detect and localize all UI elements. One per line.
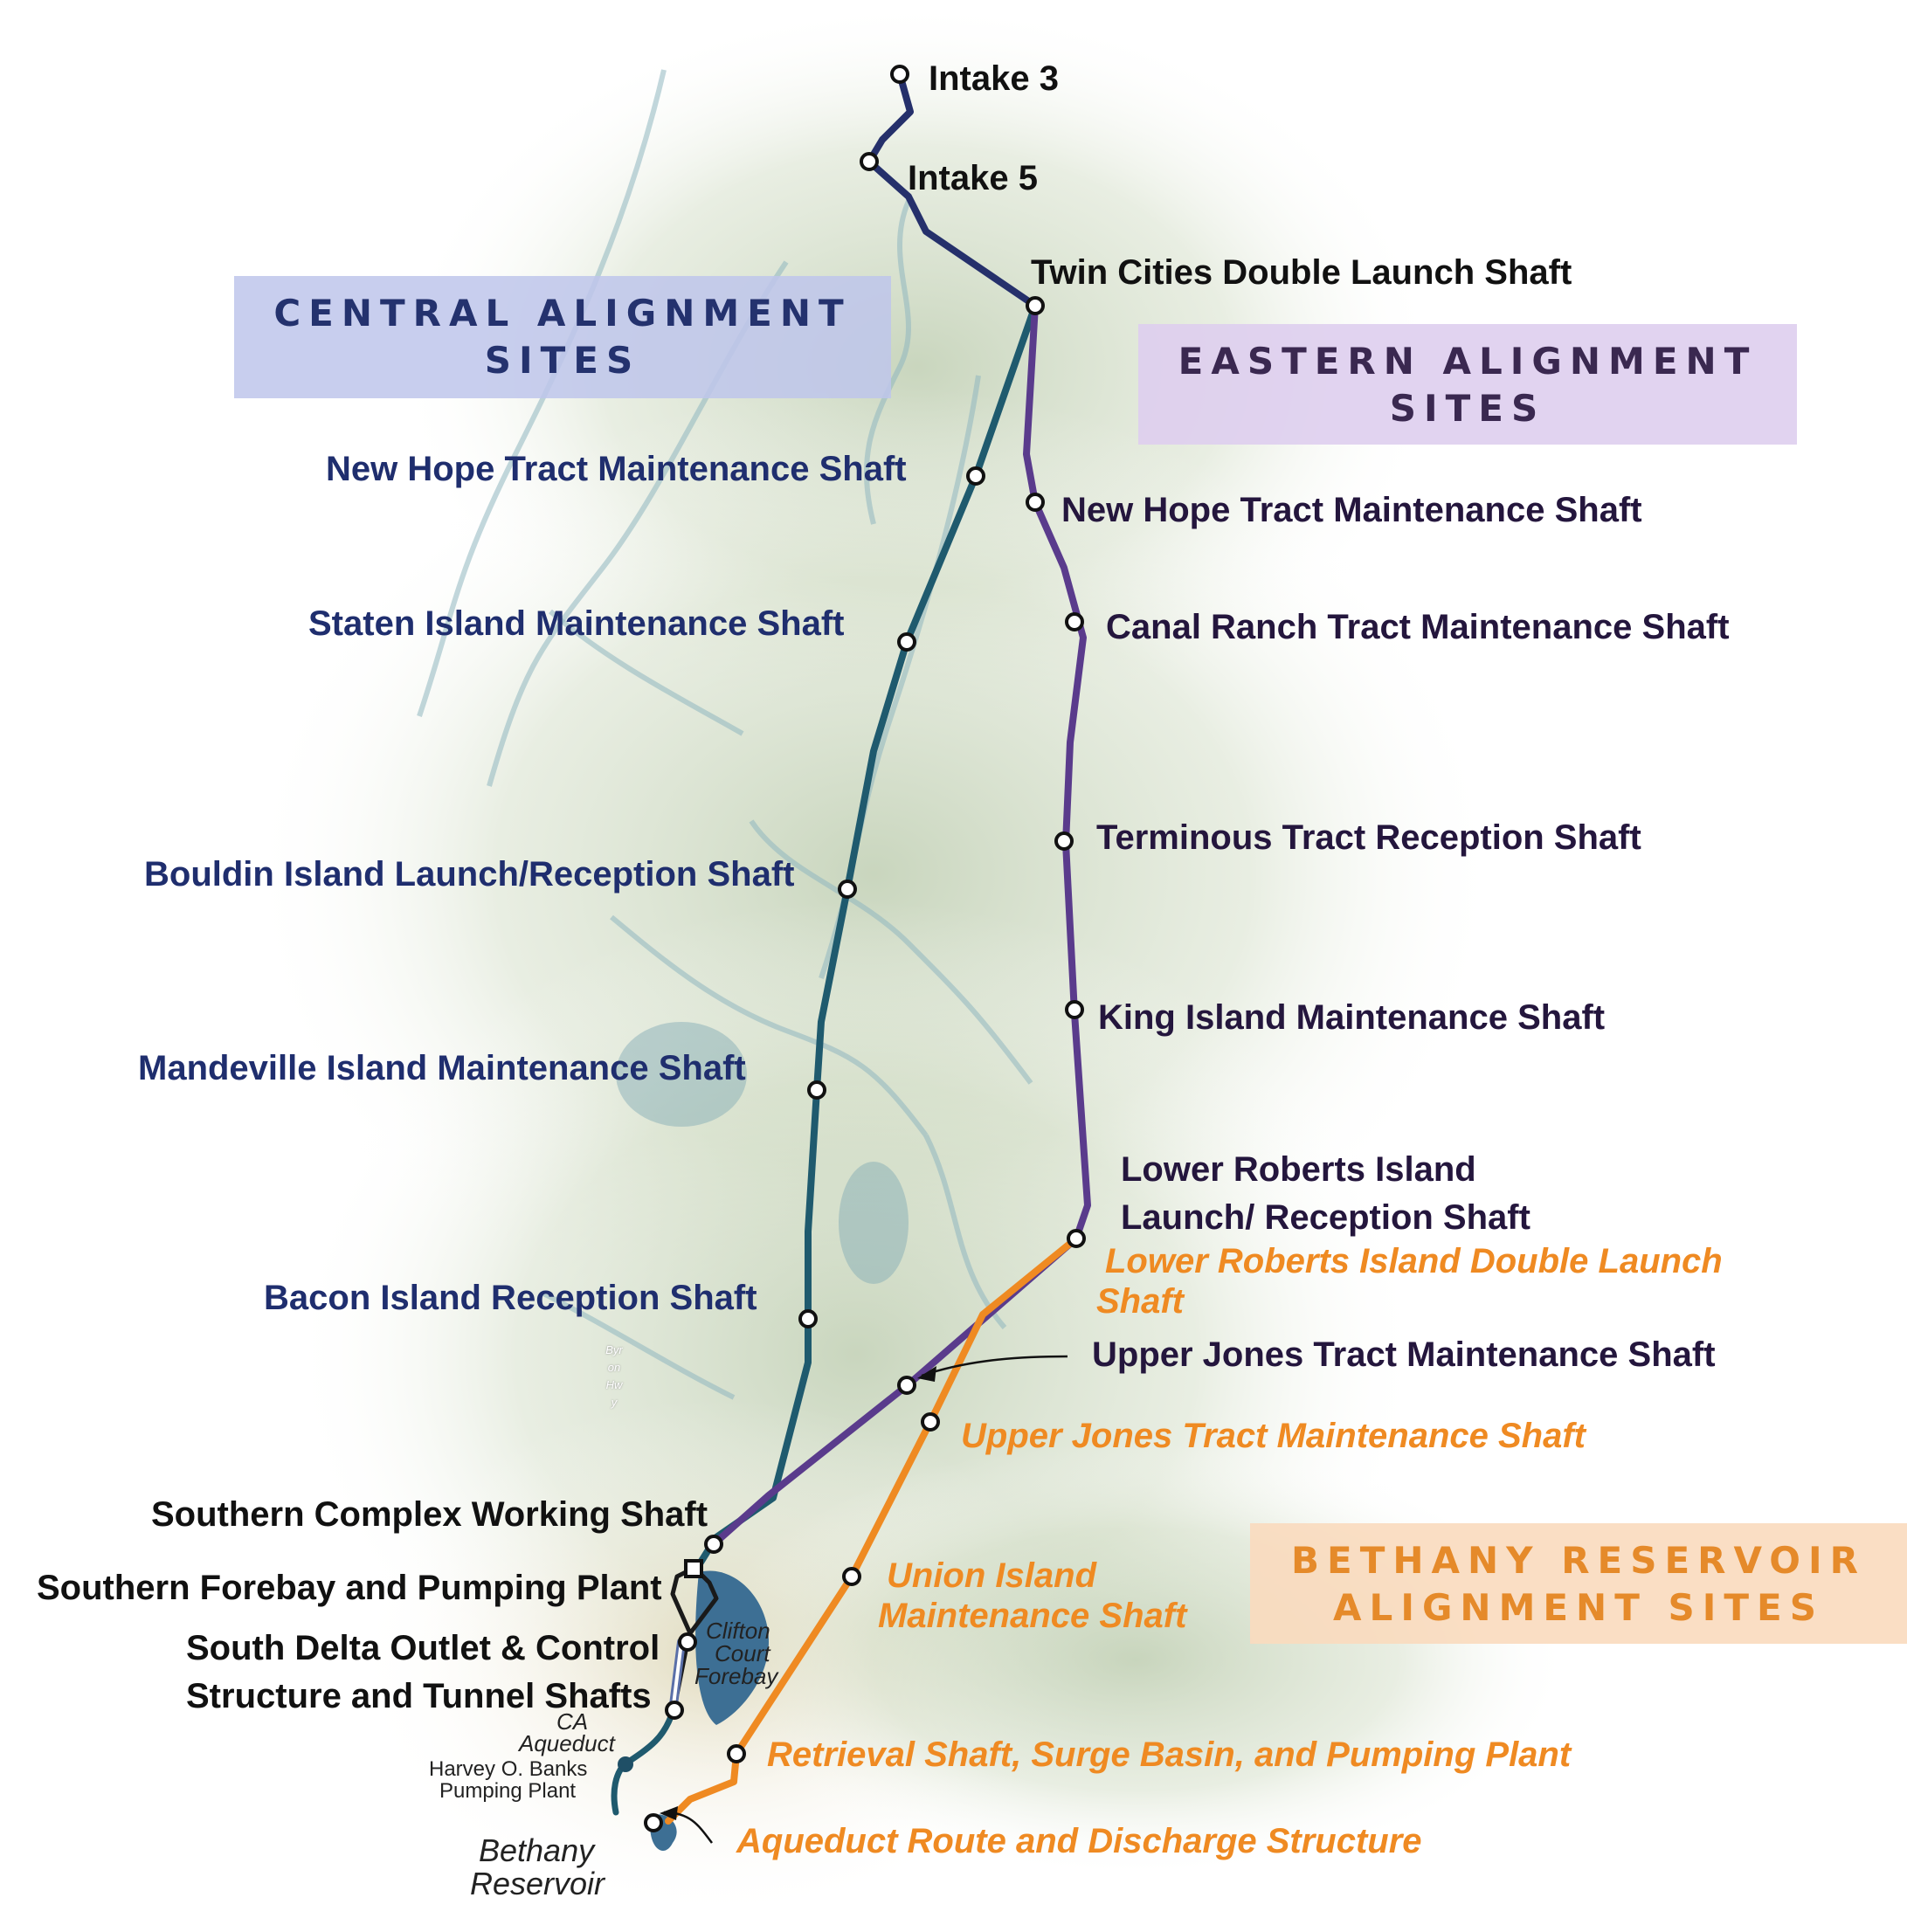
central-box-line-2: SITES <box>484 339 641 382</box>
label-southern-complex: Southern Complex Working Shaft <box>151 1495 708 1534</box>
marker-twin-cities <box>1026 296 1045 315</box>
label-clifton-1: Clifton <box>706 1618 770 1644</box>
label-eastern-lower-roberts-1: Lower Roberts Island <box>1121 1150 1476 1189</box>
marker-intake-5 <box>860 152 879 171</box>
bethany-route-line <box>665 1235 1080 1825</box>
shaft-markers <box>644 65 1086 1832</box>
eastern-box-line-1: EASTERN ALIGNMENT <box>1178 340 1758 383</box>
eastern-alignment-box: EASTERN ALIGNMENT SITES <box>1138 324 1797 445</box>
marker-central-mandeville <box>807 1080 826 1100</box>
label-central-bacon: Bacon Island Reception Shaft <box>264 1279 757 1317</box>
label-eastern-king-island: King Island Maintenance Shaft <box>1098 998 1606 1037</box>
marker-central-staten <box>897 632 916 652</box>
label-bethany-lower-roberts-1: Lower Roberts Island Double Launch <box>1105 1242 1723 1280</box>
marker-retrieval <box>727 1744 746 1763</box>
clifton-court-forebay <box>695 1570 769 1725</box>
marker-eastern-new-hope <box>1026 493 1045 512</box>
label-ca-aqueduct-2: Aqueduct <box>519 1730 615 1756</box>
label-bethany-retrieval: Retrieval Shaft, Surge Basin, and Pumpin… <box>767 1735 1572 1774</box>
marker-eastern-king-island <box>1065 1000 1084 1019</box>
marker-central-new-hope <box>966 466 985 486</box>
label-south-delta-1: South Delta Outlet & Control <box>186 1629 660 1667</box>
label-intake-3: Intake 3 <box>929 59 1059 98</box>
marker-tunnel-shafts <box>665 1701 684 1720</box>
marker-lower-roberts <box>1067 1229 1086 1248</box>
label-southern-forebay: Southern Forebay and Pumping Plant <box>37 1569 662 1607</box>
label-intake-5: Intake 5 <box>908 159 1038 197</box>
label-byron-hwy: Byr on Hw y <box>601 1342 627 1411</box>
label-central-new-hope: New Hope Tract Maintenance Shaft <box>326 450 907 488</box>
central-alignment-box: CENTRAL ALIGNMENT SITES <box>234 276 891 398</box>
byron-hwy-3: Hw <box>605 1378 623 1391</box>
label-banks-1: Harvey O. Banks <box>429 1757 588 1781</box>
byron-hwy-1: Byr <box>605 1343 623 1356</box>
marker-southern-complex <box>704 1535 723 1554</box>
label-eastern-lower-roberts-2: Launch/ Reception Shaft <box>1121 1198 1530 1237</box>
leader-arrows <box>660 1355 1068 1844</box>
label-bethany-reservoir-1: Bethany <box>479 1832 595 1868</box>
label-clifton-3: Forebay <box>694 1663 778 1689</box>
marker-union-island <box>842 1567 861 1586</box>
marker-eastern-terminous <box>1054 831 1074 851</box>
bethany-box-line-1: BETHANY RESERVOIR <box>1291 1539 1866 1582</box>
eastern-box-line-2: SITES <box>1389 387 1546 430</box>
marker-eastern-upper-jones <box>897 1376 916 1395</box>
label-twin-cities: Twin Cities Double Launch Shaft <box>1031 253 1572 292</box>
label-clifton-2: Court <box>715 1640 770 1666</box>
marker-south-delta <box>678 1632 697 1652</box>
label-south-delta-2: Structure and Tunnel Shafts <box>186 1677 652 1715</box>
bethany-box-line-2: ALIGNMENT SITES <box>1333 1586 1824 1629</box>
label-ca-aqueduct-1: CA <box>556 1708 589 1735</box>
marker-eastern-canal-ranch <box>1065 612 1084 631</box>
label-banks-2: Pumping Plant <box>439 1779 577 1803</box>
label-central-bouldin: Bouldin Island Launch/Reception Shaft <box>144 855 795 894</box>
label-bethany-aqueduct: Aqueduct Route and Discharge Structure <box>736 1822 1422 1860</box>
marker-intake-3 <box>890 65 909 84</box>
water-channels <box>417 69 1033 1400</box>
marker-southern-forebay <box>684 1559 703 1578</box>
bethany-alignment-box: BETHANY RESERVOIR ALIGNMENT SITES <box>1250 1523 1907 1644</box>
marker-aqueduct-discharge <box>644 1813 663 1832</box>
byron-hwy-4: y <box>611 1396 618 1409</box>
label-eastern-terminous: Terminous Tract Reception Shaft <box>1096 818 1641 857</box>
label-eastern-upper-jones: Upper Jones Tract Maintenance Shaft <box>1092 1335 1716 1374</box>
label-bethany-union-2: Maintenance Shaft <box>878 1597 1187 1635</box>
label-eastern-new-hope: New Hope Tract Maintenance Shaft <box>1061 491 1642 529</box>
marker-central-bouldin <box>838 880 857 899</box>
byron-hwy-2: on <box>607 1361 621 1374</box>
label-central-mandeville: Mandeville Island Maintenance Shaft <box>138 1049 746 1087</box>
label-bethany-upper-jones: Upper Jones Tract Maintenance Shaft <box>961 1417 1586 1455</box>
label-bethany-union-1: Union Island <box>887 1556 1096 1595</box>
marker-bethany-upper-jones <box>921 1412 940 1432</box>
marker-banks-pumping <box>618 1756 633 1772</box>
central-box-line-1: CENTRAL ALIGNMENT <box>273 292 852 335</box>
marker-central-bacon <box>798 1309 818 1328</box>
label-bethany-lower-roberts-2: Shaft <box>1096 1282 1184 1321</box>
label-central-staten: Staten Island Maintenance Shaft <box>308 604 845 643</box>
label-eastern-canal-ranch: Canal Ranch Tract Maintenance Shaft <box>1106 608 1730 646</box>
label-bethany-reservoir-2: Reservoir <box>470 1866 605 1901</box>
